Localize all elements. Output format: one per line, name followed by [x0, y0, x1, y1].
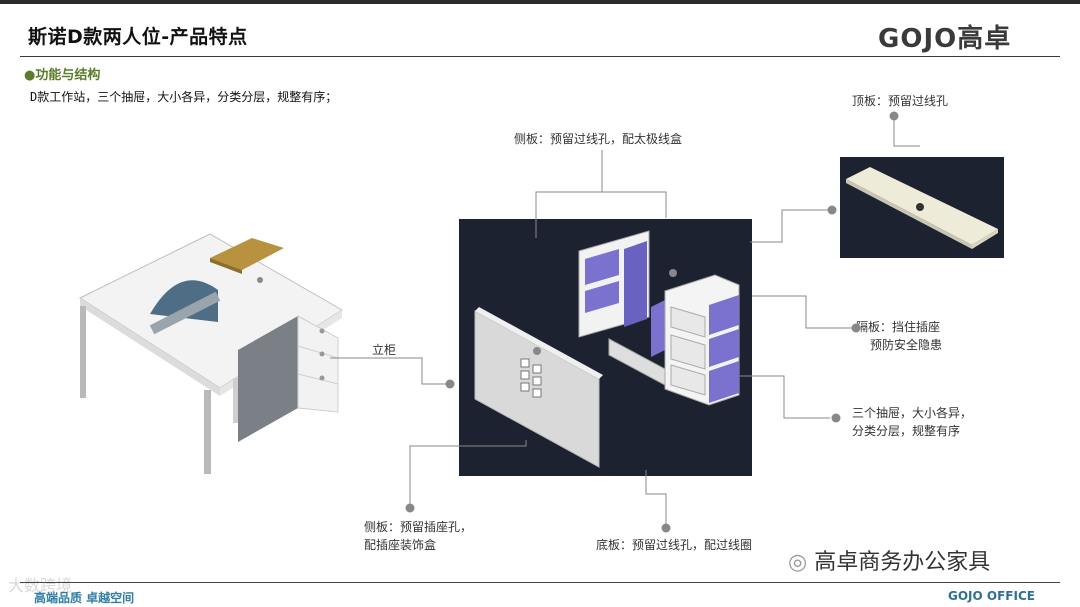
exploded-view-panel — [459, 219, 752, 476]
callout-divider-line1: 隔板：挡住插座 — [856, 320, 941, 334]
side-board-bottom-leader — [405, 440, 527, 513]
callout-side-board-bottom-line1: 侧板：预留插座孔， — [364, 520, 473, 534]
top-board-panel — [840, 157, 1004, 258]
callout-drawers-line2: 分类分层，规整有序 — [852, 424, 961, 438]
side-board-top-leader — [535, 150, 667, 238]
callout-cabinet: 立柜 — [372, 343, 397, 357]
footer-slogan: 高端品质 卓越空间 — [34, 591, 135, 605]
page-title: 斯诺D款两人位-产品特点 — [28, 26, 248, 48]
top-bar — [0, 0, 1080, 4]
callout-side-board-bottom-line2: 配插座装饰盒 — [364, 538, 437, 552]
top-board-diagram — [846, 167, 998, 249]
section-description: D款工作站，三个抽屉，大小各异，分类分层，规整有序； — [30, 90, 338, 104]
drawers-leader — [740, 375, 841, 423]
top-board-leader — [750, 111, 920, 243]
callout-divider-line2: 预防安全隐患 — [870, 338, 943, 352]
desk-illustration — [78, 233, 343, 474]
callout-drawers-line1: 三个抽屉，大小各异， — [852, 406, 973, 420]
wechat-icon: ◎ — [788, 550, 808, 575]
exploded-cabinet-diagram — [474, 230, 740, 468]
callout-top-board: 顶板：预留过线孔 — [852, 94, 949, 108]
bottom-board-leader — [645, 470, 671, 533]
wechat-watermark: ◎ 高卓商务办公家具 — [788, 544, 990, 576]
wechat-watermark-text: 高卓商务办公家具 — [814, 550, 991, 575]
left-watermark: 大数跨境 — [8, 576, 73, 595]
divider-leader — [752, 295, 861, 333]
callout-side-board-top: 侧板：预留过线孔，配太极线盒 — [514, 132, 683, 146]
section-heading: ●功能与结构 — [24, 68, 101, 83]
gojo-logo: GOJO高卓 — [878, 24, 1012, 54]
footer-brand: GOJO OFFICE — [948, 589, 1035, 603]
footer-divider — [20, 582, 1060, 583]
cabinet-leader — [330, 357, 455, 389]
callout-bottom-board: 底板：预留过线孔，配过线圈 — [596, 538, 753, 552]
header-divider — [20, 56, 1060, 57]
